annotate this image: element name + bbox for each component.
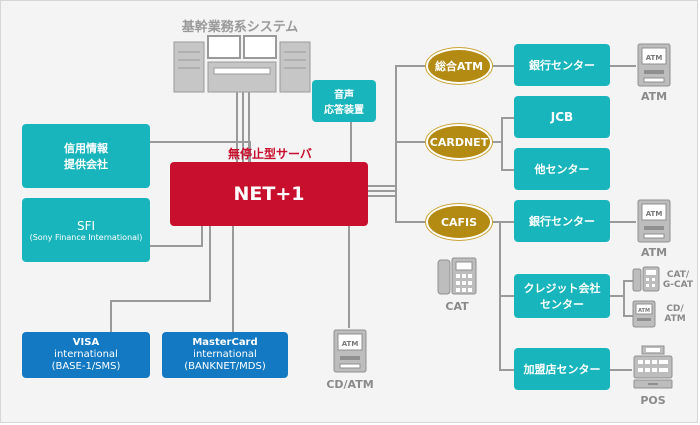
cd-atm-small-label: CD/ ATM	[660, 304, 690, 324]
connector-credit-cdatm	[623, 315, 633, 317]
credit-company-line1: クレジット会社	[523, 282, 601, 295]
connector-system-server-2	[242, 92, 244, 164]
credit-info-line2: 提供会社	[64, 158, 108, 171]
cd-atm-label: CD/ATM	[326, 378, 374, 391]
connector-bank1-atm	[610, 65, 636, 67]
connector-server-right-3	[368, 195, 396, 197]
connector-cafis-bank	[490, 221, 514, 223]
merchant-center-box: 加盟店センター	[514, 348, 610, 390]
connector-sfi	[150, 245, 202, 247]
atm-icon-1: ATM	[637, 43, 671, 87]
voice-line2: 応答装置	[324, 105, 364, 116]
connector-cafis-merchant	[499, 369, 514, 371]
connector-voice-server	[350, 122, 352, 164]
voice-response-box: 音声 応答装置	[312, 80, 376, 122]
connector-cardnet-h	[490, 141, 502, 143]
credit-info-line1: 信用情報	[64, 142, 108, 155]
core-system-title: 基幹業務系システム	[181, 20, 299, 35]
sfi-box: SFI (Sony Finance International)	[22, 198, 150, 262]
credit-company-center-box: クレジット会社 センター	[514, 274, 610, 318]
connector-system-server-3	[248, 92, 250, 164]
other-center-box: 他センター	[514, 148, 610, 190]
connector-cardnet-jcb	[501, 117, 514, 119]
connector-visa-h	[110, 300, 210, 302]
connector-credit-info	[150, 141, 250, 143]
connector-credit-cat	[623, 280, 633, 282]
connector-server-right-1	[368, 185, 396, 187]
sfi-line2: (Sony Finance International)	[29, 232, 143, 242]
voice-line1: 音声	[334, 90, 354, 101]
mastercard-line1: MasterCard	[192, 337, 258, 348]
connector-cardnet-v	[501, 117, 503, 170]
visa-line2: international	[54, 349, 118, 360]
connector-credit-info-v	[249, 141, 251, 164]
atm-icon-2: ATM	[637, 199, 671, 243]
cat-label: CAT	[445, 300, 469, 313]
mastercard-line2: international	[193, 349, 257, 360]
server-name: NET+1	[233, 183, 305, 205]
cd-atm-small-line2: ATM	[664, 314, 686, 324]
credit-info-provider-box: 信用情報 提供会社	[22, 124, 150, 188]
cd-atm-icon: ATM	[333, 329, 367, 373]
connector-credit-devices-v	[623, 280, 625, 316]
cat-gcat-line2: G-CAT	[662, 280, 694, 290]
pos-label: POS	[640, 394, 666, 407]
credit-company-line2: センター	[540, 298, 584, 311]
connector-cafis-credit	[499, 295, 514, 297]
connector-system-server-1	[236, 92, 238, 164]
cat-terminal-icon	[437, 257, 477, 295]
atm2-label: ATM	[640, 246, 668, 259]
network-cardnet-oval: CARDNET	[426, 124, 492, 160]
connector-cdatm	[348, 225, 350, 328]
connector-merchant-pos	[610, 369, 632, 371]
cat-gcat-icon	[632, 266, 660, 292]
connector-visa	[110, 300, 112, 333]
visa-box: VISA international (BASE-1/SMS)	[22, 332, 150, 378]
connector-trunk-cafis	[395, 221, 428, 223]
bank-center-box-1: 銀行センター	[514, 44, 610, 86]
atm1-screen-text: ATM	[646, 54, 663, 62]
connector-atm-bank	[490, 65, 514, 67]
connector-server-right-2	[368, 190, 396, 192]
connector-visa-v2	[209, 225, 211, 302]
connector-trunk-cardnet	[395, 141, 428, 143]
visa-line3: (BASE-1/SMS)	[51, 361, 121, 372]
network-cafis-oval: CAFIS	[426, 204, 492, 240]
connector-sfi-v	[201, 225, 203, 247]
bank-center-box-2: 銀行センター	[514, 200, 610, 242]
cd-atm-small-screen-text: ATM	[638, 308, 650, 314]
connector-mastercard	[232, 225, 234, 333]
cat-gcat-label: CAT/ G-CAT	[660, 270, 696, 290]
jcb-box: JCB	[514, 96, 610, 138]
mastercard-box: MasterCard international (BANKNET/MDS)	[162, 332, 288, 378]
network-atm-oval: 総合ATM	[426, 48, 492, 84]
visa-line1: VISA	[72, 337, 100, 348]
net-plus-one-server: NET+1	[170, 162, 368, 226]
cd-atm-screen-text: ATM	[342, 340, 359, 348]
sfi-line1: SFI	[76, 218, 96, 233]
server-caption: 無停止型サーバ	[228, 147, 312, 161]
cat-gcat-line1: CAT/	[666, 270, 690, 280]
cd-atm-small-icon: ATM	[632, 300, 656, 328]
connector-bank2-atm	[610, 221, 636, 223]
pos-register-icon	[633, 345, 673, 389]
connector-credit-devices-h	[610, 295, 624, 297]
connector-cardnet-other	[501, 169, 514, 171]
atm2-screen-text: ATM	[646, 210, 663, 218]
connector-trunk-atm	[395, 65, 428, 67]
mainframe-icon	[173, 35, 311, 93]
atm1-label: ATM	[640, 90, 668, 103]
connector-trunk-v	[395, 65, 397, 222]
cd-atm-small-line1: CD/	[666, 304, 684, 314]
mastercard-line3: (BANKNET/MDS)	[184, 361, 266, 372]
